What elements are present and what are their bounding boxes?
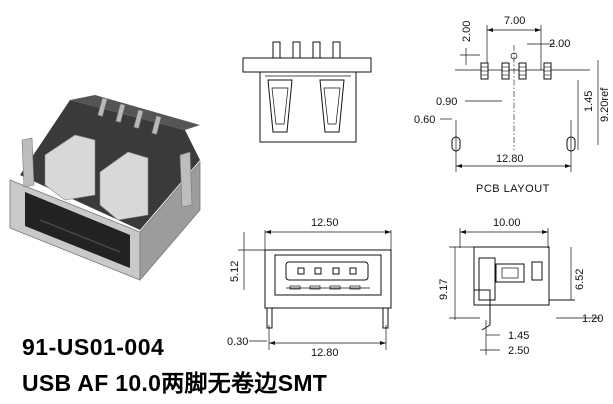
bottom-view-drawing xyxy=(238,230,392,350)
connector-3d-render xyxy=(9,95,201,282)
pcb-dim-hole: 0.60 xyxy=(414,114,435,126)
side-dim-tab: 1.20 xyxy=(582,313,603,325)
side-dim-width: 10.00 xyxy=(493,217,521,229)
side-dim-pin-width: 1.45 xyxy=(508,330,529,342)
pcb-dim-right-gap: 2.00 xyxy=(549,38,570,50)
pcb-dim-pad-width: 0.90 xyxy=(436,96,457,108)
pcb-layout-title: PCB LAYOUT xyxy=(476,183,550,195)
bottom-dim-overall: 12.80 xyxy=(311,347,339,359)
bottom-dim-width: 12.50 xyxy=(311,217,339,229)
bottom-dim-pin: 0.30 xyxy=(227,336,248,348)
bottom-dim-height: 5.12 xyxy=(229,261,241,282)
part-description: USB AF 10.0两脚无卷边SMT xyxy=(22,370,328,396)
side-dim-pin-offset: 2.50 xyxy=(508,345,529,357)
pcb-dim-height: 1.45 xyxy=(583,91,595,112)
pcb-layout-drawing xyxy=(440,25,599,172)
side-dim-height: 9.17 xyxy=(438,279,450,300)
side-dim-right-height: 6.52 xyxy=(574,269,586,290)
pcb-dim-pin-span: 7.00 xyxy=(504,15,525,27)
pcb-dim-overall: 12.80 xyxy=(496,153,524,165)
pcb-dim-ref: 9.20ref xyxy=(599,87,611,122)
front-view-drawing xyxy=(242,41,372,143)
side-view-drawing xyxy=(449,228,600,355)
pcb-dim-top-offset: 2.00 xyxy=(461,21,473,42)
part-number: 91-US01-004 xyxy=(22,334,165,360)
